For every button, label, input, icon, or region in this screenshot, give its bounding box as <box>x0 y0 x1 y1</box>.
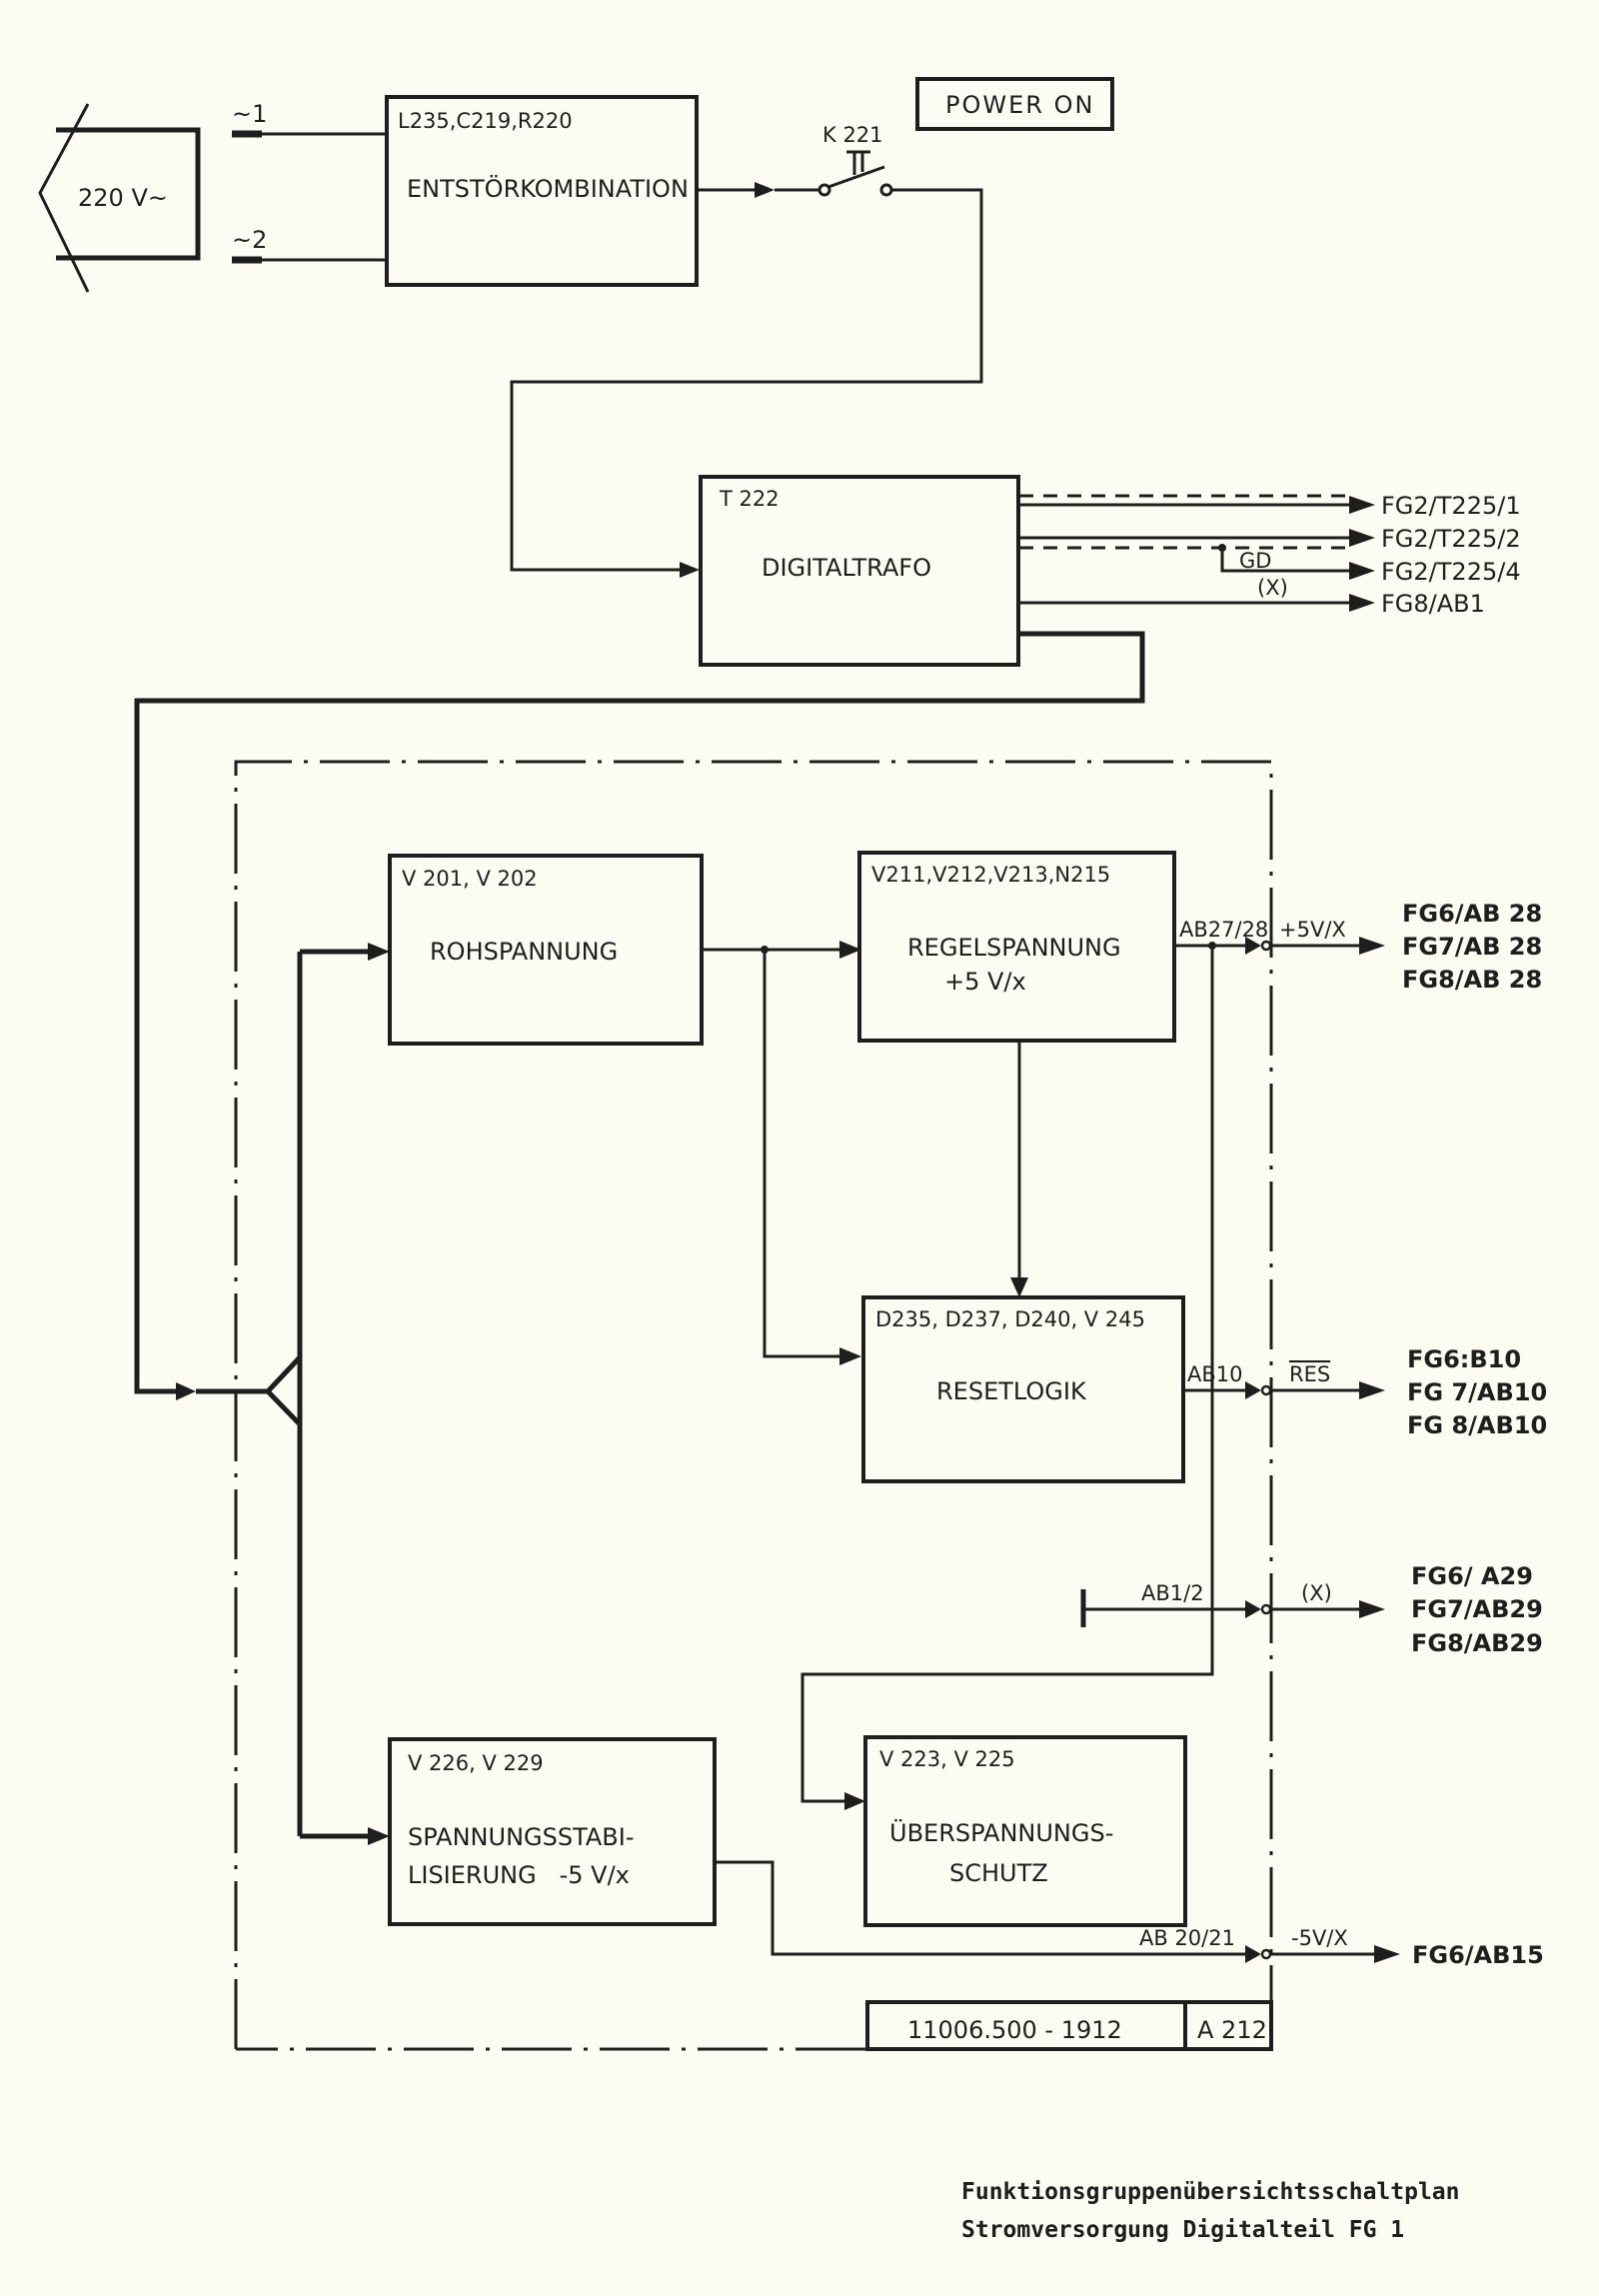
rohspannung-block: V 201, V 202 ROHSPANNUNG <box>388 854 704 1046</box>
destination-label: FG6/AB 28 <box>1402 900 1542 928</box>
connector-pin <box>1260 1603 1272 1615</box>
arrow-icon <box>755 182 775 198</box>
trafo-out-1: FG2/T225/1 <box>1381 492 1521 520</box>
destination-label: FG7/AB29 <box>1411 1595 1543 1623</box>
resetlogik-block: D235, D237, D240, V 245 RESETLOGIK <box>861 1295 1185 1483</box>
transformer-title: DIGITALTRAFO <box>762 554 931 582</box>
filter-ref: L235,C219,R220 <box>398 109 573 133</box>
wire <box>800 946 1214 1803</box>
mains-label: 220 V~ <box>78 184 168 212</box>
arrow-icon <box>1359 1600 1385 1618</box>
arrow-icon <box>1359 1381 1385 1399</box>
wire <box>1220 548 1359 573</box>
arrow-icon <box>1245 937 1261 955</box>
signal-label: +5V/X <box>1279 918 1346 942</box>
power-on-label: POWER ON <box>915 77 1114 131</box>
destination-label: FG8/AB29 <box>1411 1629 1543 1657</box>
arrow-icon <box>1349 562 1375 580</box>
arrow-icon <box>1349 496 1375 514</box>
arrow-icon <box>176 1382 196 1400</box>
filter-title: ENTSTÖRKOMBINATION <box>407 174 689 203</box>
arrow-icon <box>368 943 390 961</box>
connector-pin <box>1260 1384 1272 1396</box>
block-ref: V 223, V 225 <box>879 1747 1015 1771</box>
arrow-icon <box>1359 937 1385 955</box>
mains-plug: 220 V~ <box>38 103 201 293</box>
arrow-icon <box>1010 1277 1028 1297</box>
caption-line-2: Stromversorgung Digitalteil FG 1 <box>961 2217 1404 2243</box>
board-id: A 212 <box>1197 2016 1267 2044</box>
transformer-ref: T 222 <box>719 487 780 511</box>
ueberspannung-block: V 223, V 225 ÜBERSPANNUNGS- SCHUTZ <box>863 1735 1187 1927</box>
signal-label: (X) <box>1301 1581 1332 1605</box>
destination-label: FG8/AB 28 <box>1402 966 1542 994</box>
block-ref: D235, D237, D240, V 245 <box>875 1307 1145 1331</box>
connector-pin <box>1260 940 1272 952</box>
pin-label: AB10 <box>1187 1362 1243 1386</box>
wire <box>763 950 844 1358</box>
destination-label: FG 7/AB10 <box>1407 1378 1547 1406</box>
filter-block: L235,C219,R220 ENTSTÖRKOMBINATION <box>385 95 699 287</box>
trafo-out-ab1: FG8/AB1 <box>1381 590 1485 618</box>
pin-label: AB1/2 <box>1141 1581 1204 1605</box>
rectifier-symbol <box>264 1355 302 1426</box>
signal-label: -5V/X <box>1291 1926 1348 1950</box>
block-ref: V 201, V 202 <box>402 867 538 891</box>
pin-2-label: ~2 <box>232 226 267 254</box>
arrow-icon <box>680 562 700 578</box>
pin-1-label: ~1 <box>232 100 267 128</box>
arrow-icon <box>1349 594 1375 612</box>
destination-label: FG 8/AB10 <box>1407 1411 1547 1439</box>
wire <box>510 188 983 572</box>
transformer-block: T 222 DIGITALTRAFO <box>699 475 1020 667</box>
power-on-text: POWER ON <box>945 91 1094 119</box>
x-label: (X) <box>1257 576 1288 600</box>
arrow-icon <box>844 1792 865 1810</box>
wire <box>715 1860 1255 1956</box>
block-title: ÜBERSPANNUNGS- <box>889 1818 1113 1847</box>
gd-label: GD <box>1239 549 1271 573</box>
power-switch[interactable]: K 221 <box>817 123 893 197</box>
destination-label: FG6:B10 <box>1407 1345 1521 1373</box>
trafo-out-2: FG2/T225/2 <box>1381 525 1521 553</box>
block-title: SCHUTZ <box>949 1859 1048 1887</box>
arrow-icon <box>839 1347 861 1365</box>
arrow-icon <box>1245 1945 1261 1963</box>
caption-line-1: Funktionsgruppenübersichtsschaltplan <box>961 2179 1460 2205</box>
arrow-icon <box>1349 529 1375 547</box>
arrow-icon <box>1245 1600 1261 1618</box>
pin-label: AB 20/21 <box>1139 1926 1235 1950</box>
trafo-out-4: FG2/T225/4 <box>1381 558 1521 586</box>
title-block: 11006.500 - 1912 A 212 <box>865 2000 1273 2051</box>
block-title: RESETLOGIK <box>936 1377 1087 1405</box>
block-subtitle: +5 V/x <box>944 968 1026 996</box>
regelspannung-block: V211,V212,V213,N215 REGELSPANNUNG +5 V/x <box>857 851 1176 1043</box>
secondary-wire <box>134 631 1145 1394</box>
block-title: REGELSPANNUNG <box>907 934 1121 962</box>
block-title: ROHSPANNUNG <box>430 938 618 966</box>
destination-label: FG7/AB 28 <box>1402 933 1542 961</box>
signal-label: RES <box>1289 1362 1330 1386</box>
drawing-number: 11006.500 - 1912 <box>907 2016 1122 2044</box>
connector-pin <box>1260 1948 1272 1960</box>
block-title: SPANNUNGSSTABI- <box>408 1823 635 1851</box>
arrow-icon <box>839 941 861 959</box>
arrow-icon <box>368 1827 390 1845</box>
pin-label: AB27/28 <box>1179 918 1268 942</box>
arrow-icon <box>1245 1381 1261 1399</box>
stabilisierung-block: V 226, V 229 SPANNUNGSSTABI- LISIERUNG -… <box>388 1737 717 1926</box>
switch-ref: K 221 <box>822 123 883 147</box>
arrow-icon <box>1374 1945 1400 1963</box>
destination-label: FG6/ A29 <box>1411 1562 1533 1590</box>
destination-label: FG6/AB15 <box>1412 1941 1544 1969</box>
block-ref: V 226, V 229 <box>408 1751 544 1775</box>
block-ref: V211,V212,V213,N215 <box>871 863 1110 887</box>
block-title: LISIERUNG -5 V/x <box>408 1861 630 1889</box>
